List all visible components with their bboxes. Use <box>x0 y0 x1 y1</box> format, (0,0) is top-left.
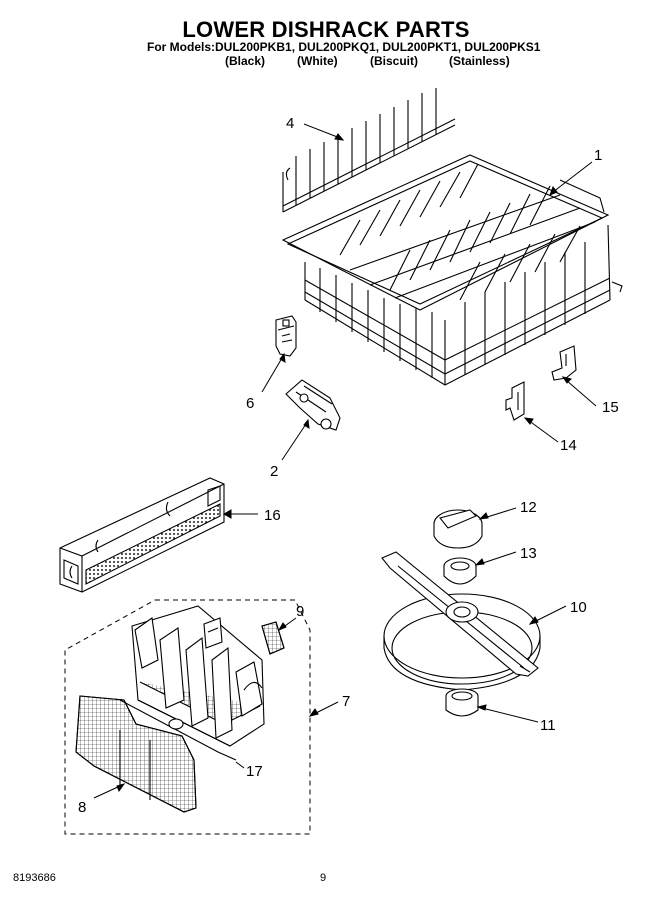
callout-1: 1 <box>594 147 602 164</box>
callout-13: 13 <box>520 545 537 562</box>
callout-12: 12 <box>520 499 537 516</box>
callout-15: 15 <box>602 399 619 416</box>
basket-lid-part-8 <box>75 695 197 813</box>
spray-arm-cap-part-12 <box>433 509 483 549</box>
bearing-ring-part-13 <box>443 557 477 585</box>
document-number: 8193686 <box>13 872 56 884</box>
lower-spray-arm-part-10 <box>381 551 541 691</box>
collar-part-11 <box>445 688 479 717</box>
variant-white: (White) <box>297 54 338 68</box>
callout-9: 9 <box>296 603 304 620</box>
callout-17: 17 <box>246 763 263 780</box>
variant-stainless: (Stainless) <box>449 54 510 68</box>
callout-8: 8 <box>78 799 86 816</box>
page-number: 9 <box>320 872 327 884</box>
tine-row-part-4 <box>282 88 456 213</box>
callout-10: 10 <box>570 599 587 616</box>
handle-part-17 <box>119 699 237 761</box>
models-line: For Models:DUL200PKB1, DUL200PKQ1, DUL20… <box>147 40 541 54</box>
bracket-part-15 <box>551 345 577 381</box>
callout-6: 6 <box>246 395 254 412</box>
wheel-assembly-part-2 <box>285 379 341 431</box>
clip-part-14 <box>505 381 525 421</box>
assembly-outline-part-7 <box>64 599 311 835</box>
small-cover-part-9 <box>261 621 285 655</box>
variant-black: (Black) <box>225 54 266 68</box>
callout-2: 2 <box>270 463 278 480</box>
silverware-basket <box>131 605 265 747</box>
callout-11: 11 <box>540 717 556 734</box>
tray-part-16 <box>59 477 225 593</box>
lower-dishrack-basket <box>281 154 623 386</box>
callout-16: 16 <box>264 507 281 524</box>
callout-7: 7 <box>342 693 350 710</box>
page-title: LOWER DISHRACK PARTS <box>182 17 470 42</box>
callout-14: 14 <box>560 437 577 454</box>
rack-clip-part-6 <box>275 315 297 357</box>
variant-biscuit: (Biscuit) <box>370 54 418 68</box>
callout-4: 4 <box>286 115 294 132</box>
